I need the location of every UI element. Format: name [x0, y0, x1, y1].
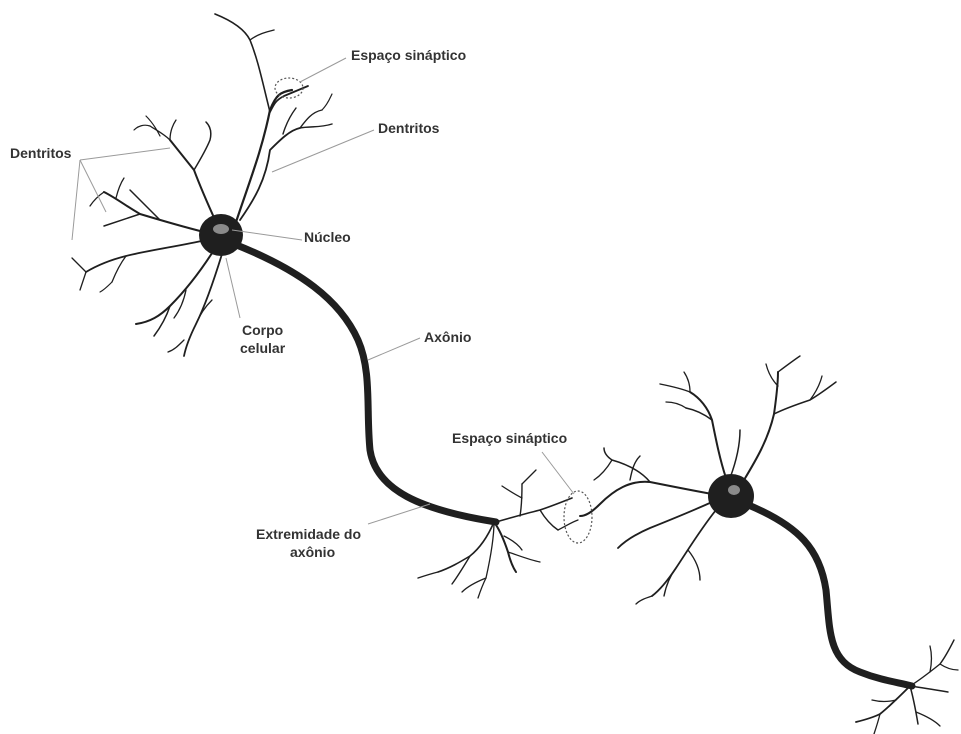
neuron-2-dendrites: [580, 356, 836, 604]
neuron-1-axon-terminal: [418, 470, 578, 598]
leader-cell-body: [226, 258, 240, 318]
leader-synaptic-mid: [542, 452, 574, 494]
neuron-2-axon: [746, 504, 912, 686]
neuron-1-cell-body: [199, 214, 243, 256]
neuron-1-axon: [234, 244, 496, 522]
label-axon-terminal-line1: Extremidade do: [256, 526, 361, 542]
label-cell-body-line1: Corpo: [242, 322, 283, 338]
label-synaptic-space-mid: Espaço sináptico: [452, 430, 567, 446]
label-dendrites-left: Dentritos: [10, 145, 72, 161]
neuron-1-nucleus: [213, 224, 229, 234]
neuron-2-nucleus: [728, 485, 740, 495]
label-cell-body-line2: celular: [240, 340, 286, 356]
label-axon-terminal-line2: axônio: [290, 544, 335, 560]
neuron-2: [580, 356, 958, 734]
leader-dendrites-left-b: [72, 160, 80, 240]
neuron-1-dendrites: [72, 14, 332, 356]
neuron-2-cell-body: [708, 474, 754, 518]
leader-dendrites-right: [272, 130, 374, 172]
leader-dendrites-left-a: [80, 148, 170, 160]
leader-axon-terminal: [368, 504, 430, 524]
label-axon: Axônio: [424, 329, 471, 345]
label-nucleus: Núcleo: [304, 229, 351, 245]
leader-synaptic-top: [300, 58, 346, 82]
leader-axon: [368, 338, 420, 360]
synaptic-space-top-marker: [275, 78, 303, 98]
leader-dendrites-left-c: [80, 160, 106, 212]
label-dendrites-right: Dentritos: [378, 120, 440, 136]
label-synaptic-space-top: Espaço sináptico: [351, 47, 466, 63]
neuron-1: [72, 14, 578, 598]
